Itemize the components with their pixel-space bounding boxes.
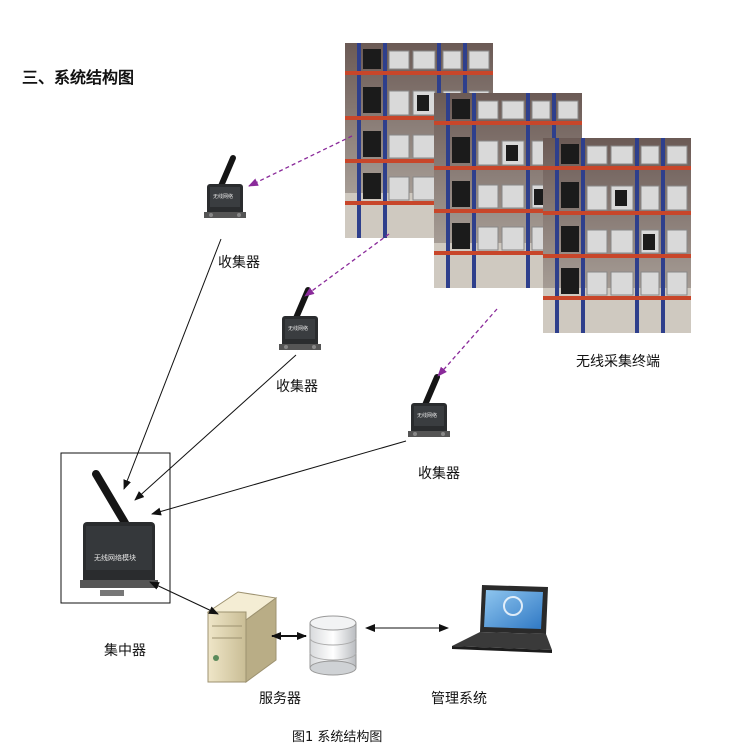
wireless-link-1 (248, 135, 353, 187)
collector-label-3: 收集器 (418, 466, 460, 482)
collector-label-2: 收集器 (276, 379, 318, 395)
concentrator-label: 集中器 (104, 643, 146, 659)
collector-device-2 (279, 290, 321, 350)
management-system-label: 管理系统 (431, 691, 487, 707)
link-collector2-concentrator (134, 354, 297, 501)
figure-caption: 图1 系统结构图 (292, 730, 383, 745)
link-collector3-concentrator (151, 440, 407, 516)
link-concentrator-server (149, 581, 219, 615)
wireless-links (248, 135, 498, 377)
link-collector1-concentrator (123, 238, 222, 490)
server-icon (206, 591, 278, 683)
wireless-link-2 (304, 233, 390, 297)
concentrator-frame (60, 452, 171, 604)
svg-text:无线网络模块: 无线网络模块 (94, 553, 136, 562)
laptop-icon (452, 585, 552, 653)
collector-device-3 (408, 377, 450, 437)
section-heading: 三、系统结构图 (22, 68, 135, 87)
wireless-terminal-image-3 (541, 136, 693, 335)
wireless-terminals-label: 无线采集终端 (576, 354, 660, 370)
collector-label-1: 收集器 (218, 255, 260, 271)
database-icon (309, 615, 357, 676)
collector-device-1 (204, 158, 246, 218)
wired-links (123, 238, 449, 640)
server-label: 服务器 (259, 691, 301, 707)
wireless-link-3 (437, 308, 498, 377)
concentrator-device: 无线网络模块 (80, 470, 158, 596)
